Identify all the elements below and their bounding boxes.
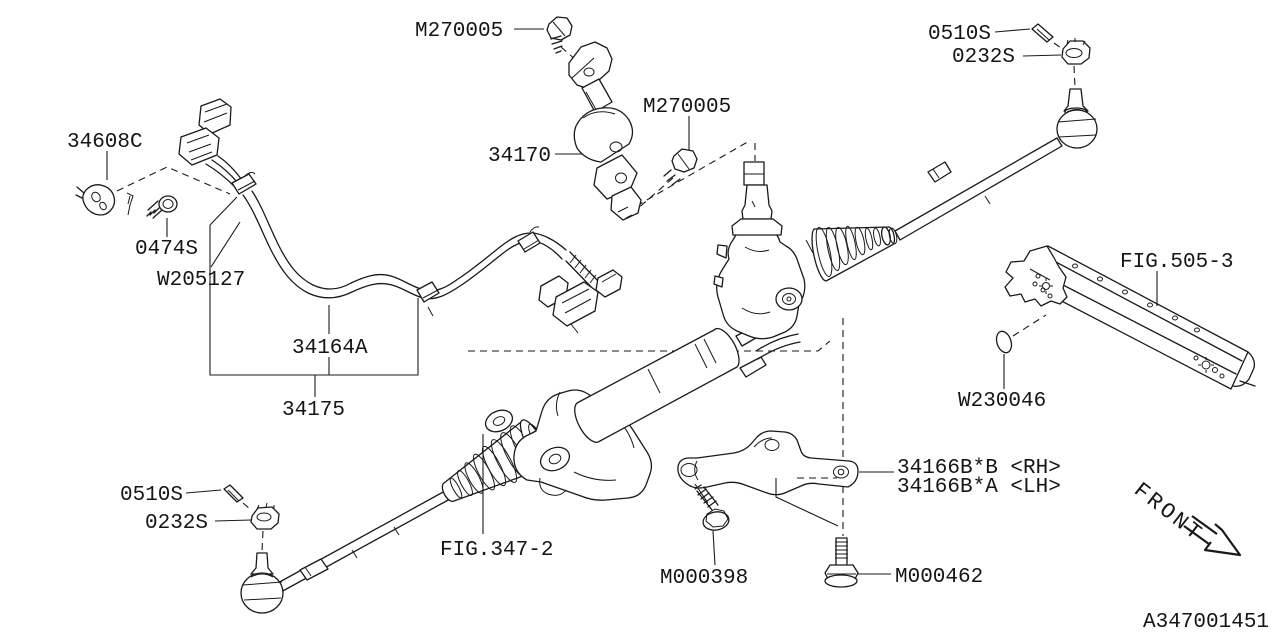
front-direction-arrow	[1183, 515, 1242, 557]
steering-gear-drawing	[223, 23, 1098, 614]
harness-callout-bracket	[209, 196, 419, 397]
label-m270005-column: M270005	[415, 20, 503, 43]
label-0510s-lower: 0510S	[120, 484, 183, 507]
label-34164a: 34164A	[292, 337, 368, 360]
part-labels: M270005 0510S 0232S 34608C M270005 34170…	[67, 20, 1269, 634]
label-0474s: 0474S	[135, 238, 198, 261]
label-m000398: M000398	[660, 567, 748, 590]
mount-bracket-drawing	[677, 430, 859, 588]
label-0232s-lower: 0232S	[145, 512, 208, 535]
diagram-code: A347001451	[1143, 611, 1269, 634]
label-fig-505-3: FIG.505-3	[1120, 251, 1233, 274]
label-34166b-rh: 34166B*B <RH>	[897, 457, 1061, 480]
harness-drawing	[178, 98, 623, 334]
frame-rail-drawing	[1004, 245, 1256, 390]
clip-and-screw-drawing	[75, 184, 178, 219]
label-fig-347-2: FIG.347-2	[440, 539, 553, 562]
label-w205127: W205127	[157, 269, 245, 292]
label-34170: 34170	[488, 145, 551, 168]
label-0232s-upper: 0232S	[952, 46, 1015, 69]
label-34166b-lh: 34166B*A <LH>	[897, 476, 1061, 499]
label-34175: 34175	[282, 399, 345, 422]
label-0510s-upper: 0510S	[928, 23, 991, 46]
front-direction-label: FRONT	[1129, 478, 1208, 548]
label-34608c: 34608C	[67, 131, 143, 154]
universal-joint-drawing	[546, 16, 698, 221]
label-w230046: W230046	[958, 390, 1046, 413]
construction-lines	[116, 42, 1076, 552]
leader-lines	[106, 28, 1158, 575]
washer-drawing	[995, 330, 1013, 354]
label-m270005-joint: M270005	[643, 96, 731, 119]
label-m000462: M000462	[895, 566, 983, 589]
